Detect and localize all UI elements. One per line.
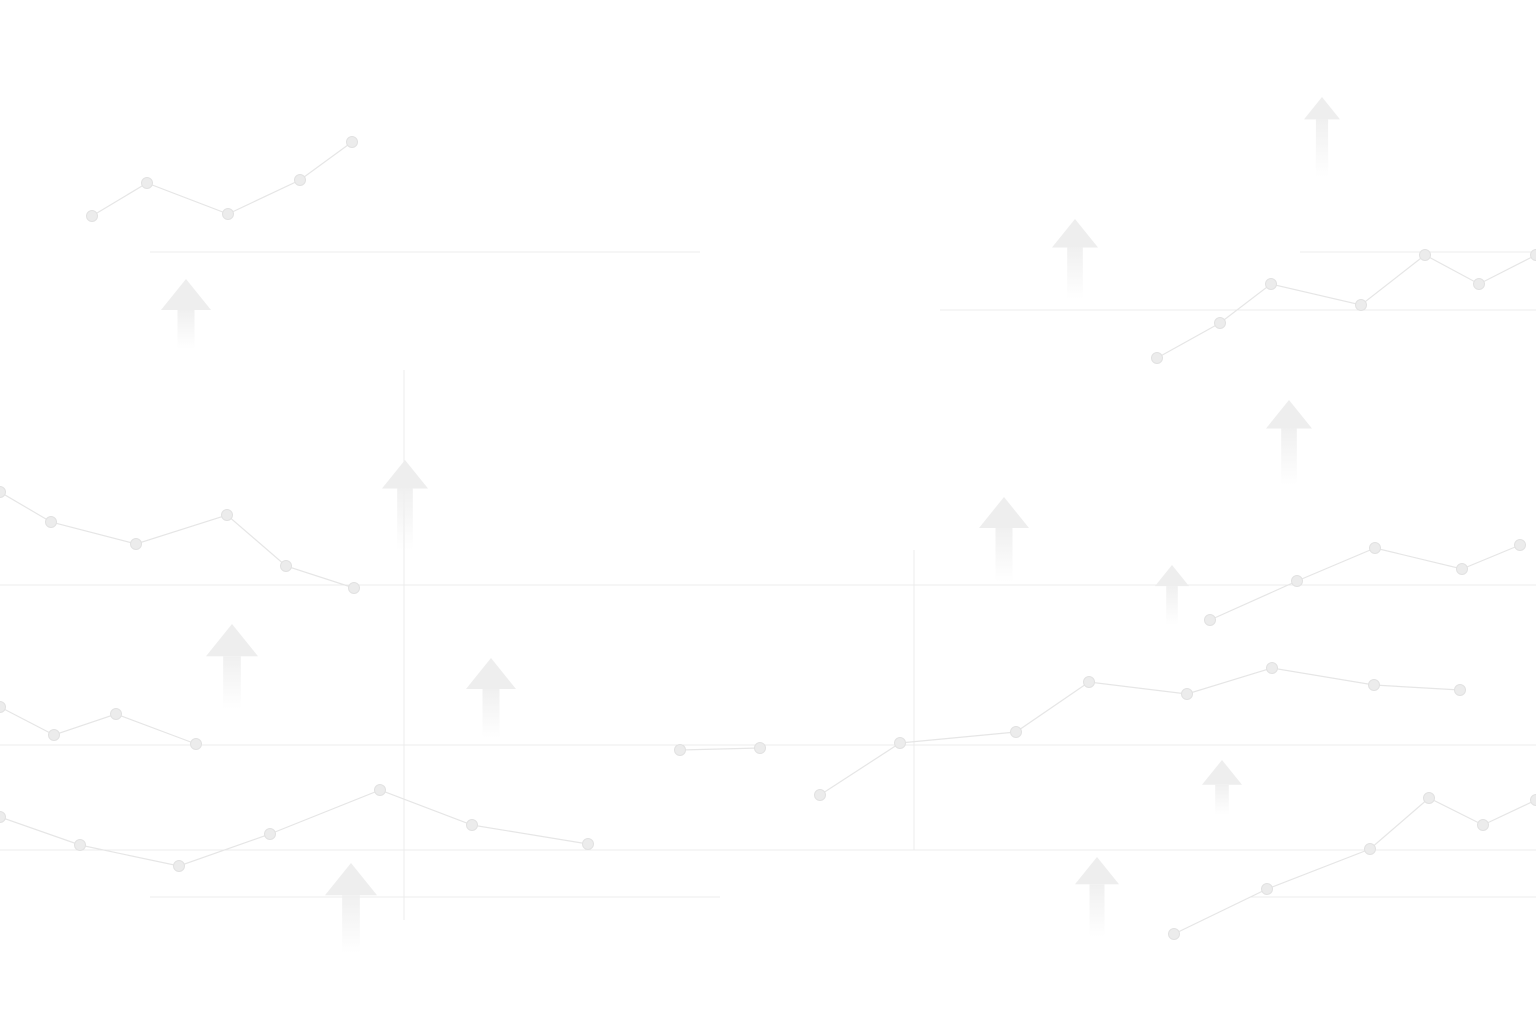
trend-point — [1355, 299, 1367, 311]
trend-point — [264, 828, 276, 840]
trend-point — [1473, 278, 1485, 290]
arrow-head — [1304, 97, 1340, 120]
trend-point — [294, 174, 306, 186]
up-arrow-icon — [1075, 857, 1119, 937]
trend-point — [1456, 563, 1468, 575]
up-arrow-icon — [979, 497, 1029, 582]
trend-line — [1209, 544, 1521, 621]
trend-point — [280, 560, 292, 572]
trend-point — [1477, 819, 1489, 831]
trend-point — [1168, 928, 1180, 940]
up-arrow-icon — [325, 863, 377, 953]
arrow-shaft — [1215, 784, 1229, 815]
trend-line — [0, 491, 355, 589]
trend-point — [86, 210, 98, 222]
trend-point — [1364, 843, 1376, 855]
trend-point — [1369, 542, 1381, 554]
up-arrow-icon — [206, 624, 258, 709]
trend-point — [130, 538, 142, 550]
trend-point — [894, 737, 906, 749]
trend-point — [0, 811, 6, 823]
up-arrow-icon — [1266, 400, 1312, 485]
arrow-shaft — [1315, 119, 1329, 177]
trend-point — [674, 744, 686, 756]
trend-point — [45, 516, 57, 528]
trend-point — [74, 839, 86, 851]
trend-line — [91, 141, 353, 217]
trend-point — [374, 784, 386, 796]
up-arrow-icon — [161, 279, 211, 349]
arrow-head — [979, 497, 1029, 528]
trend-point — [814, 789, 826, 801]
trend-line — [1156, 254, 1536, 359]
trend-point — [173, 860, 185, 872]
up-arrow-icon — [466, 658, 516, 738]
trend-lines — [0, 136, 1536, 940]
arrow-shaft — [482, 689, 500, 738]
trend-point — [754, 742, 766, 754]
trend-point — [582, 838, 594, 850]
trend-point — [1083, 676, 1095, 688]
trend-point — [0, 701, 6, 713]
trend-point — [1419, 249, 1431, 261]
trend-line — [1173, 797, 1536, 935]
arrow-shaft — [223, 656, 241, 709]
arrow-head — [325, 863, 377, 896]
arrow-head — [1266, 400, 1312, 429]
arrow-shaft — [1281, 428, 1297, 485]
trend-point — [346, 136, 358, 148]
trend-point — [1530, 794, 1536, 806]
up-arrow-icon — [1155, 565, 1189, 625]
arrow-head — [206, 624, 258, 657]
trend-point — [0, 486, 6, 498]
up-arrow-icon — [1304, 97, 1340, 177]
arrow-shaft — [995, 528, 1013, 582]
trend-point — [1514, 539, 1526, 551]
trend-point — [1151, 352, 1163, 364]
up-arrows — [161, 97, 1340, 953]
trend-point — [222, 208, 234, 220]
arrow-head — [466, 658, 516, 689]
up-arrow-icon — [1052, 219, 1098, 299]
trend-line — [0, 706, 197, 745]
trend-point — [110, 708, 122, 720]
trend-point — [1265, 278, 1277, 290]
trend-point — [1368, 679, 1380, 691]
trend-point — [1181, 688, 1193, 700]
trend-point — [48, 729, 60, 741]
trend-point — [1291, 575, 1303, 587]
trend-point — [141, 177, 153, 189]
trend-point — [1266, 662, 1278, 674]
trend-point — [1261, 883, 1273, 895]
grid-lines — [0, 251, 1536, 920]
trend-point — [1010, 726, 1022, 738]
trend-point — [466, 819, 478, 831]
trend-point — [1530, 249, 1536, 261]
trend-line — [679, 747, 761, 751]
arrow-head — [1075, 857, 1119, 885]
arrow-head — [1155, 565, 1189, 587]
trend-line — [819, 667, 1461, 796]
arrow-head — [1202, 760, 1242, 785]
arrow-head — [161, 279, 211, 310]
arrow-shaft — [1166, 586, 1178, 625]
trend-point — [1204, 614, 1216, 626]
arrow-shaft — [1089, 884, 1105, 937]
trend-point — [348, 582, 360, 594]
up-arrow-icon — [382, 460, 428, 550]
arrow-head — [382, 460, 428, 489]
arrow-shaft — [342, 895, 360, 953]
up-arrow-icon — [1202, 760, 1242, 815]
arrow-shaft — [397, 488, 413, 550]
trend-point — [190, 738, 202, 750]
arrow-head — [1052, 219, 1098, 248]
trend-point — [1423, 792, 1435, 804]
trend-point — [1454, 684, 1466, 696]
arrow-shaft — [177, 310, 195, 349]
trend-point — [221, 509, 233, 521]
trend-line — [0, 789, 589, 867]
trend-point — [1214, 317, 1226, 329]
arrow-shaft — [1067, 247, 1083, 299]
